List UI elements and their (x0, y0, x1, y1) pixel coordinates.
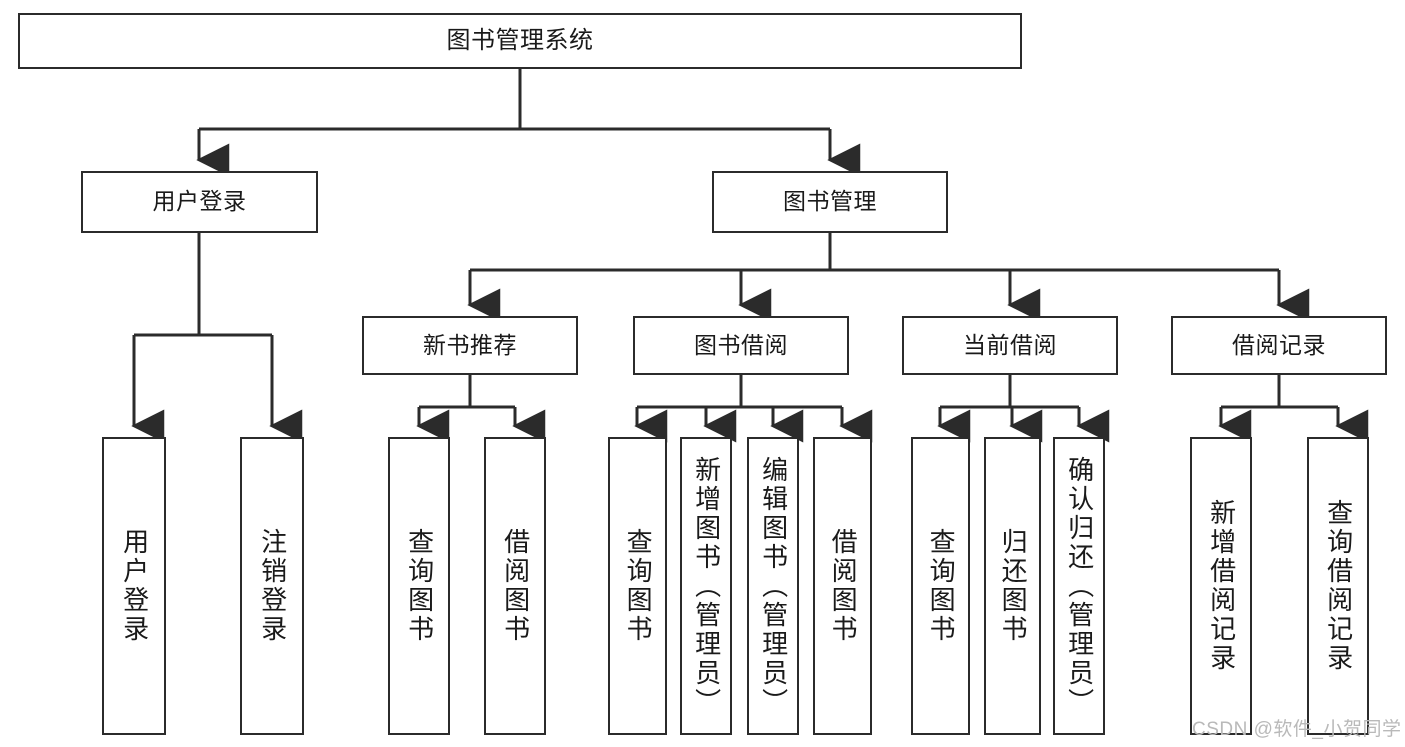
node-leaf-return-book[interactable]: 归还图书 (984, 437, 1041, 735)
edge-userlogin-to-leaves (131, 233, 303, 443)
node-book-borrow-label: 图书借阅 (694, 331, 788, 358)
node-leaf-query-book-borrow[interactable]: 查询图书 (608, 437, 667, 735)
node-leaf-query-record-label: 查询借阅记录 (1323, 499, 1354, 673)
node-borrow-record-label: 借阅记录 (1232, 331, 1326, 358)
node-leaf-add-book-label: 新增图书（管理员） (691, 455, 722, 717)
csdn-watermark: CSDN @软件_小贺同学 (1192, 719, 1402, 740)
node-leaf-borrow-book-label: 借阅图书 (828, 528, 859, 644)
node-new-book-rec[interactable]: 新书推荐 (362, 316, 578, 375)
node-current-borrow[interactable]: 当前借阅 (902, 316, 1118, 375)
node-current-borrow-label: 当前借阅 (963, 331, 1057, 358)
node-root-system[interactable]: 图书管理系统 (18, 13, 1022, 69)
node-leaf-add-record[interactable]: 新增借阅记录 (1190, 437, 1252, 735)
node-leaf-add-book[interactable]: 新增图书（管理员） (680, 437, 732, 735)
edge-bookborrow-to-leaves (634, 375, 873, 443)
node-leaf-borrow-book[interactable]: 借阅图书 (813, 437, 872, 735)
node-leaf-query-book-rec-label: 查询图书 (404, 528, 435, 644)
node-leaf-user-login[interactable]: 用户登录 (102, 437, 166, 735)
node-leaf-edit-book[interactable]: 编辑图书（管理员） (747, 437, 799, 735)
node-leaf-query-book-rec[interactable]: 查询图书 (388, 437, 450, 735)
node-borrow-record[interactable]: 借阅记录 (1171, 316, 1387, 375)
edge-newbookrec-to-leaves (416, 375, 546, 443)
node-leaf-edit-book-label: 编辑图书（管理员） (758, 455, 789, 717)
node-leaf-query-book-cur-label: 查询图书 (926, 528, 957, 644)
node-leaf-confirm-return[interactable]: 确认归还（管理员） (1053, 437, 1105, 735)
node-leaf-user-login-label: 用户登录 (119, 528, 150, 644)
node-leaf-add-record-label: 新增借阅记录 (1206, 499, 1237, 673)
node-leaf-query-book-borrow-label: 查询图书 (623, 528, 654, 644)
node-new-book-rec-label: 新书推荐 (423, 331, 517, 358)
node-book-manage[interactable]: 图书管理 (712, 171, 948, 233)
node-user-login[interactable]: 用户登录 (81, 171, 318, 233)
node-user-login-label: 用户登录 (152, 188, 247, 215)
node-book-borrow[interactable]: 图书借阅 (633, 316, 849, 375)
edge-root-to-level2 (196, 69, 861, 177)
node-leaf-borrow-book-rec[interactable]: 借阅图书 (484, 437, 546, 735)
node-book-manage-label: 图书管理 (783, 188, 877, 215)
edge-borrowrecord-to-leaves (1218, 375, 1369, 443)
node-leaf-query-book-cur[interactable]: 查询图书 (911, 437, 970, 735)
node-leaf-logout[interactable]: 注销登录 (240, 437, 304, 735)
node-leaf-borrow-book-rec-label: 借阅图书 (500, 528, 531, 644)
node-leaf-confirm-return-label: 确认归还（管理员） (1064, 455, 1095, 717)
edge-bookmanage-to-level3 (467, 233, 1310, 322)
node-leaf-return-book-label: 归还图书 (998, 528, 1029, 644)
node-root-system-label: 图书管理系统 (446, 26, 594, 54)
node-leaf-logout-label: 注销登录 (257, 528, 288, 644)
edge-currentborrow-to-leaves (937, 375, 1110, 443)
node-leaf-query-record[interactable]: 查询借阅记录 (1307, 437, 1369, 735)
